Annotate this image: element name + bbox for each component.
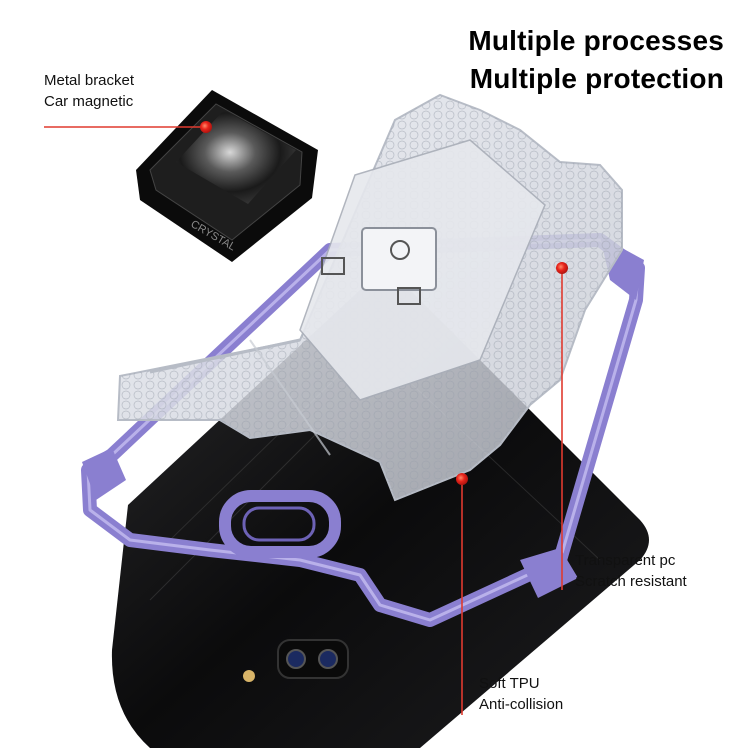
marker-pc (556, 262, 568, 274)
callout-metal-bracket: Metal bracket Car magnetic (44, 70, 134, 112)
leader-lines (44, 126, 563, 715)
callout-subtitle: Car magnetic (44, 93, 134, 110)
callout-subtitle: Anti-collision (479, 696, 564, 713)
callout-title: Transparent pc (575, 552, 676, 569)
headline-line-2: Multiple protection (469, 63, 724, 94)
headline: Multiple processes Multiple protection (468, 22, 724, 98)
callout-subtitle: Scratch resistant (575, 573, 687, 590)
callout-title: Soft TPU (479, 675, 540, 692)
callout-transparent-pc: Transparent pc Scratch resistant (575, 550, 687, 592)
pc-shell (116, 93, 623, 502)
callout-title: Metal bracket (44, 72, 135, 89)
marker-tpu (456, 473, 468, 485)
marker-bracket (200, 121, 212, 133)
metal-bracket: CRYSTAL (136, 90, 318, 262)
callout-soft-tpu: Soft TPU Anti-collision (479, 673, 563, 715)
headline-line-1: Multiple processes (468, 25, 724, 56)
